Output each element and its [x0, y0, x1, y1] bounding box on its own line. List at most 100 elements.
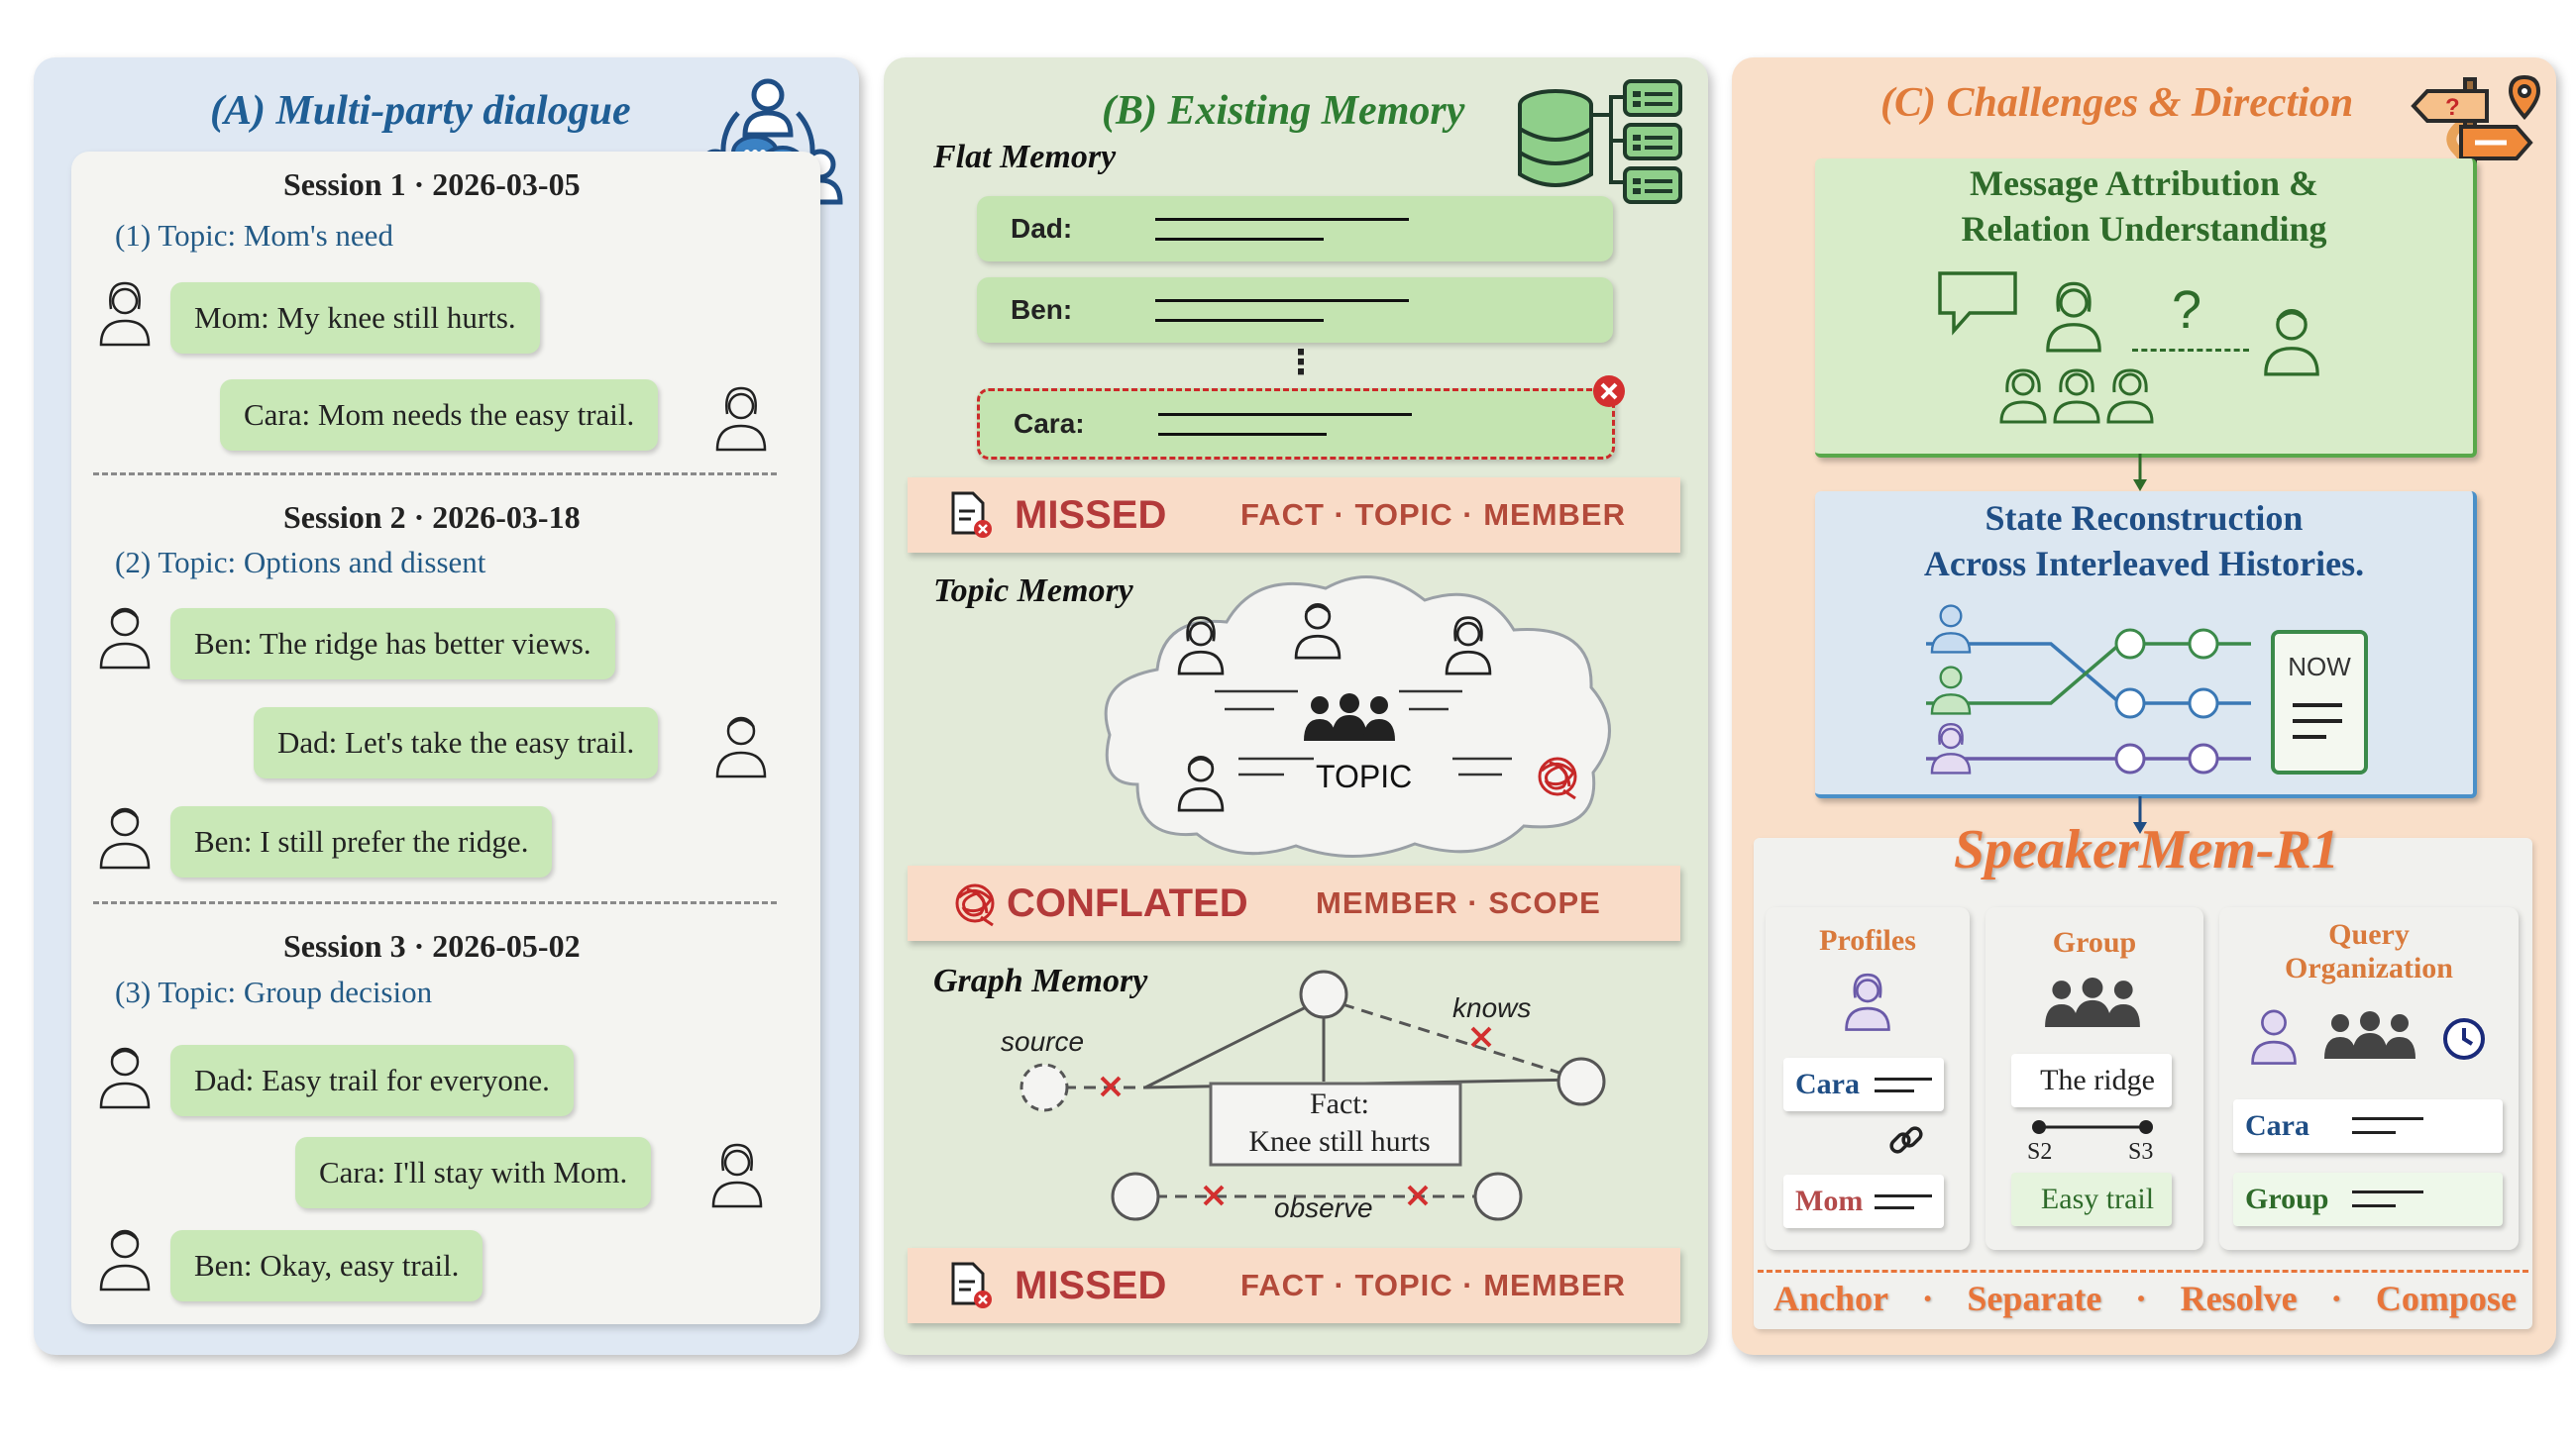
session-2-topic: (2) Topic: Options and dissent [115, 545, 486, 579]
woman-icon [2046, 281, 2101, 353]
flat-memory-status-band: MISSED FACT · TOPIC · MEMBER [908, 477, 1680, 553]
status-labels: FACT · TOPIC · MEMBER [1240, 1268, 1626, 1302]
status-labels: FACT · TOPIC · MEMBER [1240, 497, 1626, 532]
challenge-2-line-2: Across Interleaved Histories. [1923, 544, 2365, 583]
man-icon [2264, 308, 2319, 376]
woman-icon [1845, 973, 1890, 1031]
status-conflated: CONFLATED [1007, 881, 1248, 925]
flat-memory-row: Dad: [977, 196, 1613, 261]
step-resolve: Resolve [2180, 1279, 2298, 1318]
arrow-down-icon [2133, 454, 2147, 491]
step-separator: · [1921, 1279, 1934, 1318]
group-title: Group [2052, 926, 2137, 959]
signpost-icon: ? [2411, 74, 2541, 204]
row-label: Dad: [1011, 213, 1073, 244]
graph-memory-diagram [1020, 970, 1606, 1221]
panel-a-title: (A) Multi-party dialogue [210, 88, 631, 134]
row-label: Ben: [1011, 294, 1073, 325]
session-1-topic: (1) Topic: Mom's need [115, 218, 393, 253]
tangle-icon [955, 883, 995, 927]
profile-tag-mom: Mom [1783, 1175, 1944, 1228]
missing-document-icon [951, 1262, 992, 1308]
method-name: SpeakerMem-R1 [1954, 819, 2339, 880]
ellipsis: ⋮ [1284, 344, 1318, 381]
topic-memory-title: Topic Memory [933, 572, 1133, 609]
step-separator: · [2134, 1279, 2147, 1318]
session-3-header: Session 3 · 2026-05-02 [283, 928, 581, 964]
query-title-1: Query [2328, 918, 2410, 951]
woman-icon [711, 1143, 763, 1208]
panel-c-title: (C) Challenges & Direction [1880, 80, 2354, 126]
man-icon [2251, 1009, 2297, 1065]
challenge-1-line-2: Relation Understanding [1961, 209, 2327, 249]
method-steps: Anchor · Separate · Resolve · Compose [1773, 1278, 2517, 1319]
group-icon [1999, 368, 2154, 424]
steps-divider [1758, 1270, 2528, 1273]
group-item-easy-trail: Easy trail [2011, 1173, 2172, 1226]
group-icon [2045, 977, 2140, 1027]
man-icon [1294, 603, 1342, 660]
svg-text:?: ? [2445, 94, 2460, 121]
tag-label: Cara [1795, 1068, 1860, 1100]
error-icon [1593, 375, 1625, 407]
man-icon [715, 716, 767, 778]
tag-label: Group [2245, 1183, 2329, 1215]
flat-memory-title: Flat Memory [933, 139, 1117, 175]
message-bubble: Ben: Okay, easy trail. [170, 1230, 483, 1301]
fact-node-detail: Knee still hurts [1248, 1125, 1431, 1158]
edge-label-source: source [1001, 1026, 1085, 1057]
session-divider [93, 472, 777, 475]
fact-node-label: Fact: [1310, 1087, 1369, 1120]
now-label: NOW [2288, 652, 2351, 681]
man-icon [99, 807, 151, 870]
session-3-topic: (3) Topic: Group decision [115, 975, 433, 1009]
group-icon [1304, 693, 1395, 741]
arrow-down-icon [2133, 796, 2147, 834]
message-bubble: Mom: My knee still hurts. [170, 282, 540, 354]
message-bubble: Cara: I'll stay with Mom. [295, 1137, 652, 1208]
query-tag-cara: Cara [2233, 1099, 2503, 1153]
message-bubble: Ben: I still prefer the ridge. [170, 806, 553, 878]
session-2-header: Session 2 · 2026-03-18 [283, 499, 581, 535]
woman-icon [99, 281, 151, 347]
graph-memory-status-band: MISSED FACT · TOPIC · MEMBER [908, 1248, 1680, 1323]
man-icon [1930, 604, 1972, 654]
query-tag-group: Group [2233, 1173, 2503, 1226]
session-1-header: Session 1 · 2026-03-05 [283, 166, 581, 202]
topic-label: TOPIC [1316, 759, 1413, 794]
woman-icon [1445, 616, 1492, 675]
message-bubble: Ben: The ridge has better views. [170, 608, 615, 679]
question-mark: ? [2172, 280, 2202, 340]
graph-memory-title: Graph Memory [933, 963, 1148, 999]
woman-icon [1177, 616, 1225, 675]
panel-b-title: (B) Existing Memory [1102, 88, 1465, 134]
session-span [2032, 1120, 2153, 1134]
link-icon [1889, 1126, 1923, 1154]
query-title-2: Organization [2285, 952, 2453, 984]
session-divider [93, 901, 777, 904]
step-separate: Separate [1967, 1279, 2102, 1318]
relation-dash [2132, 349, 2249, 352]
flat-memory-row: Ben: [977, 277, 1613, 343]
man-icon [1930, 666, 1972, 715]
clock-icon [2443, 1018, 2485, 1060]
message-bubble: Dad: Easy trail for everyone. [170, 1045, 574, 1116]
database-icon [1518, 79, 1682, 204]
woman-icon [715, 386, 767, 452]
message-bubble: Cara: Mom needs the easy trail. [220, 379, 659, 451]
group-icon [2324, 1011, 2415, 1059]
session-label-s2: S2 [2027, 1139, 2053, 1165]
edge-label-knows: knows [1452, 992, 1532, 1023]
group-item-ridge: The ridge [2011, 1054, 2172, 1107]
session-label-s3: S3 [2128, 1139, 2154, 1165]
man-icon [99, 1047, 151, 1109]
row-label: Cara: [1014, 408, 1085, 439]
topic-memory-status-band: CONFLATED MEMBER · SCOPE [908, 866, 1680, 941]
man-icon [1177, 756, 1225, 812]
woman-icon [1930, 722, 1972, 775]
status-labels: MEMBER · SCOPE [1316, 885, 1601, 920]
man-icon [99, 1229, 151, 1292]
step-anchor: Anchor [1773, 1279, 1888, 1318]
timeline-diagram [1926, 628, 2251, 775]
tag-label: Cara [2245, 1109, 2309, 1142]
